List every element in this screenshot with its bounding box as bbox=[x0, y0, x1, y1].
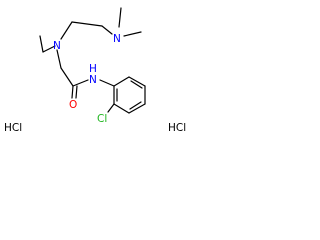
amine-nitrogen-label: N bbox=[53, 40, 61, 52]
bond-nme-right bbox=[123, 31, 142, 37]
chemical-structure: N N N H O Cl HCl HCl bbox=[4, 7, 186, 134]
bond-ethyl-ch3 bbox=[39, 35, 44, 53]
bond-co-2 bbox=[75, 85, 78, 99]
carbonyl-oxygen-label: O bbox=[69, 99, 77, 111]
hcl-left-label: HCl bbox=[4, 122, 22, 134]
bond-ch2-carbonyl bbox=[60, 67, 74, 87]
ring-inner-2 bbox=[129, 101, 142, 110]
ring-inner-1 bbox=[130, 80, 143, 89]
bond-nh-ring bbox=[99, 79, 115, 87]
ring-bond-2 bbox=[128, 76, 146, 87]
bond-ethylene bbox=[71, 21, 103, 27]
bond-nme-up bbox=[118, 7, 122, 28]
ring-bond-1 bbox=[113, 76, 130, 87]
chlorine-label: Cl bbox=[97, 113, 107, 125]
bond-ch2-nme2 bbox=[101, 25, 113, 35]
bond-n-ch2 bbox=[60, 21, 73, 40]
bond-co-1 bbox=[71, 85, 74, 99]
bond-ethyl-ch2 bbox=[42, 45, 56, 53]
amide-nitrogen-label: N bbox=[89, 74, 97, 86]
atom-labels: N N N H O Cl HCl HCl bbox=[4, 33, 186, 134]
ring-bond-5 bbox=[113, 103, 130, 114]
dimethyl-nitrogen-label: N bbox=[113, 33, 121, 45]
hcl-right-label: HCl bbox=[168, 122, 186, 134]
bond-lines bbox=[39, 7, 146, 114]
amide-hydrogen-label: H bbox=[89, 63, 97, 75]
bond-n-ch2-down bbox=[56, 49, 62, 69]
bond-ring-cl bbox=[107, 103, 115, 113]
ring-bond-4 bbox=[128, 103, 146, 114]
bond-c-nh bbox=[72, 79, 89, 87]
